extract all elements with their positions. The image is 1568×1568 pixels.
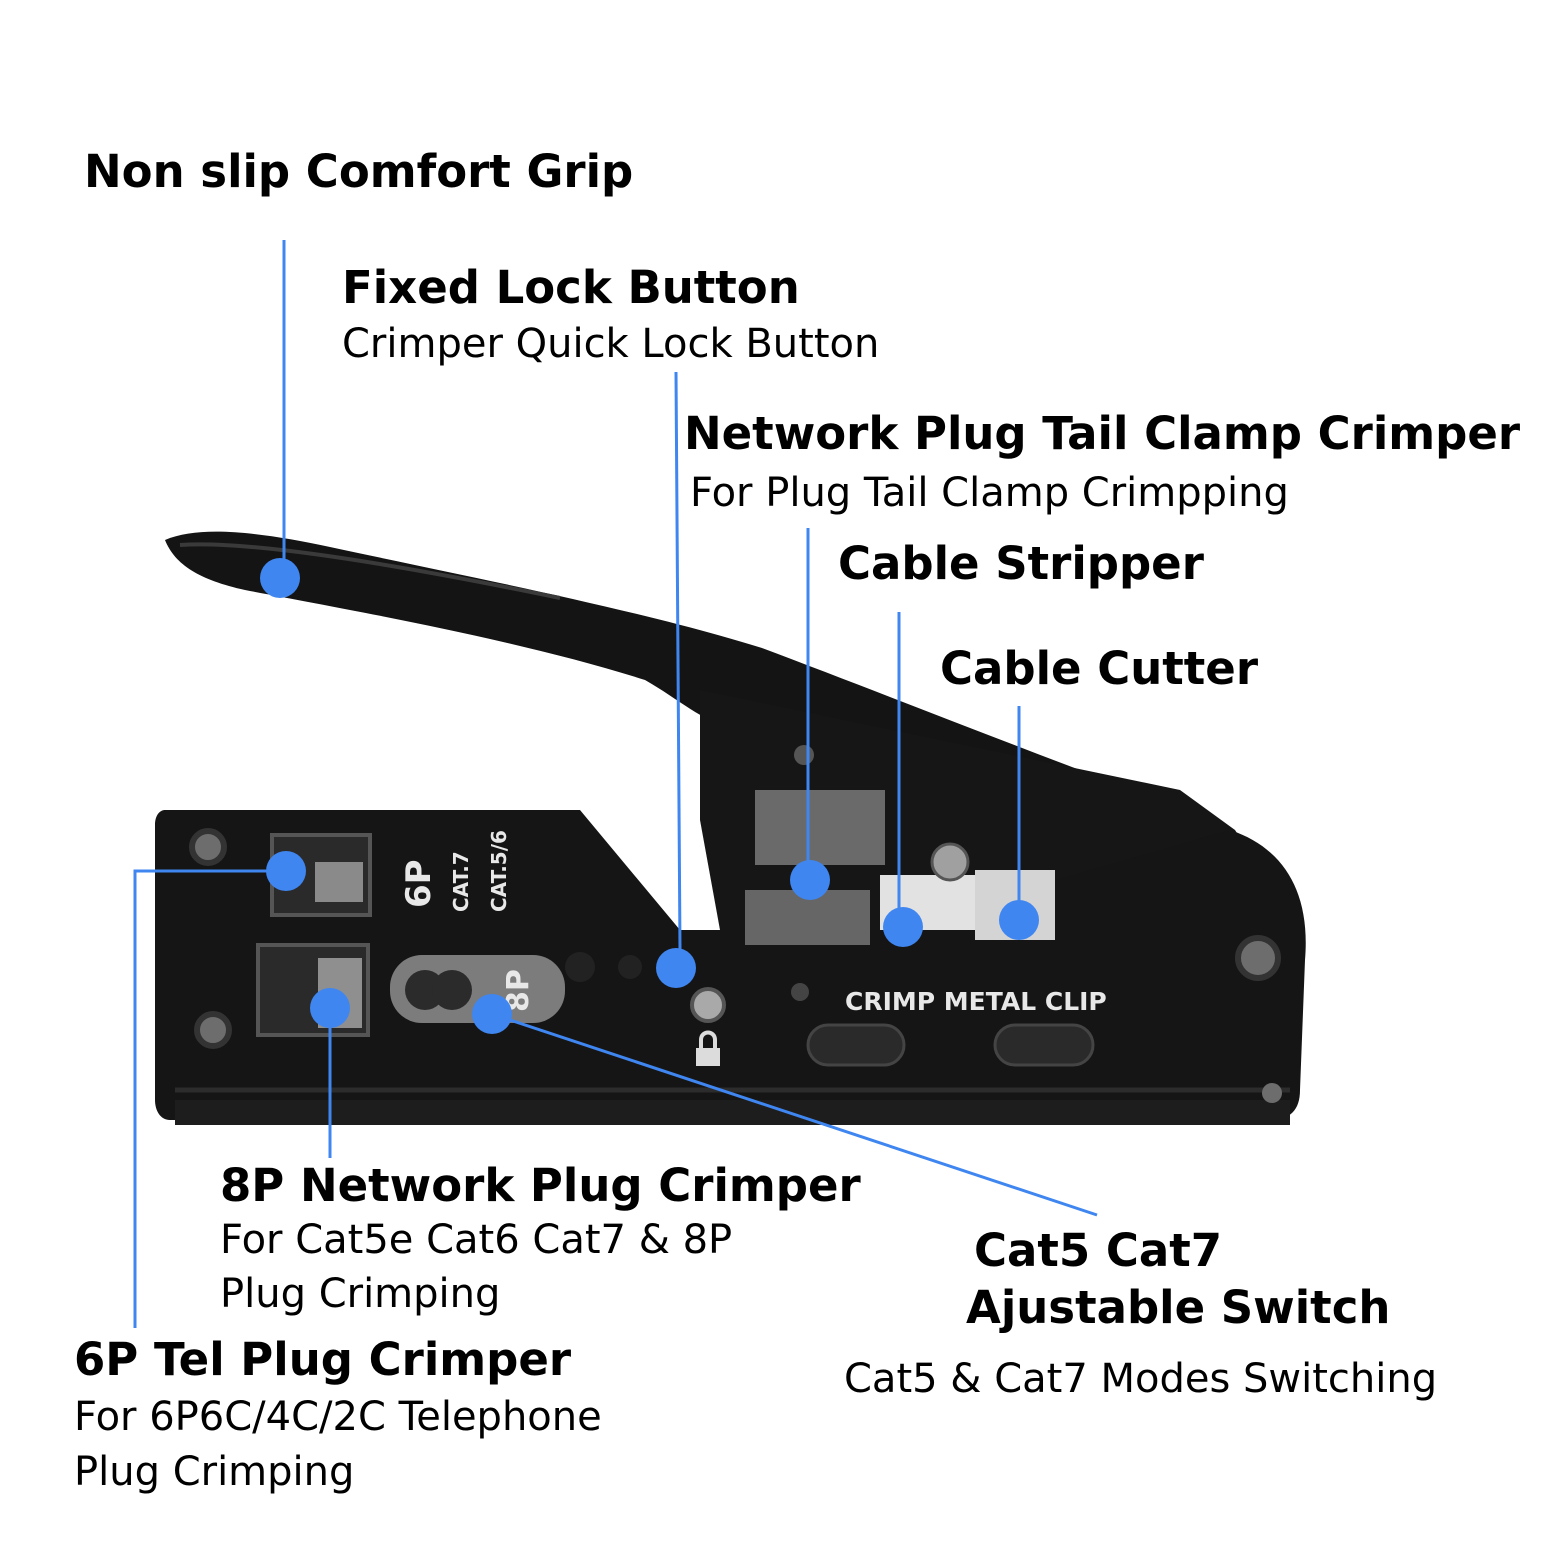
screw bbox=[1235, 935, 1281, 981]
marking-cat7: CAT.7 bbox=[449, 851, 473, 912]
leader-lock bbox=[674, 371, 682, 951]
callout-dot bbox=[472, 994, 512, 1034]
callout-dot bbox=[883, 907, 923, 947]
callout-dot bbox=[310, 988, 350, 1028]
lock-button bbox=[690, 987, 726, 1023]
marking-cat56: CAT.5/6 bbox=[487, 830, 511, 912]
callout-dot bbox=[656, 948, 696, 988]
callout-dot bbox=[790, 860, 830, 900]
label-tail-title: Network Plug Tail Clamp Crimper bbox=[684, 407, 1521, 460]
label-grip-title: Non slip Comfort Grip bbox=[84, 145, 634, 198]
clip-slot bbox=[806, 1023, 906, 1067]
leader-switch bbox=[491, 1012, 1098, 1217]
callout-dot bbox=[999, 900, 1039, 940]
screw bbox=[1262, 1083, 1282, 1103]
callout-dot bbox=[266, 851, 306, 891]
label-6p-sub1: For 6P6C/4C/2C Telephone bbox=[74, 1394, 602, 1440]
marking-crimp-metal-clip: CRIMP METAL CLIP bbox=[845, 987, 1107, 1016]
marking-6p: 6P bbox=[399, 859, 439, 908]
label-8p-sub1: For Cat5e Cat6 Cat7 & 8P bbox=[220, 1217, 733, 1263]
callout-dot bbox=[260, 558, 300, 598]
leader-6p bbox=[133, 869, 286, 1328]
tail-clamp-die-top bbox=[755, 790, 885, 865]
pivot-pin bbox=[794, 745, 814, 765]
clip-slot bbox=[993, 1023, 1095, 1067]
label-lock-title: Fixed Lock Button bbox=[342, 261, 800, 314]
screw bbox=[194, 1011, 232, 1049]
label-switch-title1: Cat5 Cat7 bbox=[974, 1224, 1223, 1277]
padlock-icon bbox=[696, 1030, 720, 1066]
label-switch-sub: Cat5 & Cat7 Modes Switching bbox=[844, 1356, 1438, 1402]
label-switch-title2: Ajustable Switch bbox=[966, 1281, 1391, 1334]
screw bbox=[189, 828, 227, 866]
label-cutter-title: Cable Cutter bbox=[940, 642, 1259, 695]
label-lock-sub: Crimper Quick Lock Button bbox=[342, 321, 880, 367]
label-stripper-title: Cable Stripper bbox=[838, 537, 1204, 590]
label-6p-sub2: Plug Crimping bbox=[74, 1449, 355, 1495]
label-6p-title: 6P Tel Plug Crimper bbox=[74, 1333, 572, 1386]
label-8p-title: 8P Network Plug Crimper bbox=[220, 1159, 861, 1212]
label-tail-sub: For Plug Tail Clamp Crimpping bbox=[690, 470, 1289, 516]
label-8p-sub2: Plug Crimping bbox=[220, 1271, 501, 1317]
